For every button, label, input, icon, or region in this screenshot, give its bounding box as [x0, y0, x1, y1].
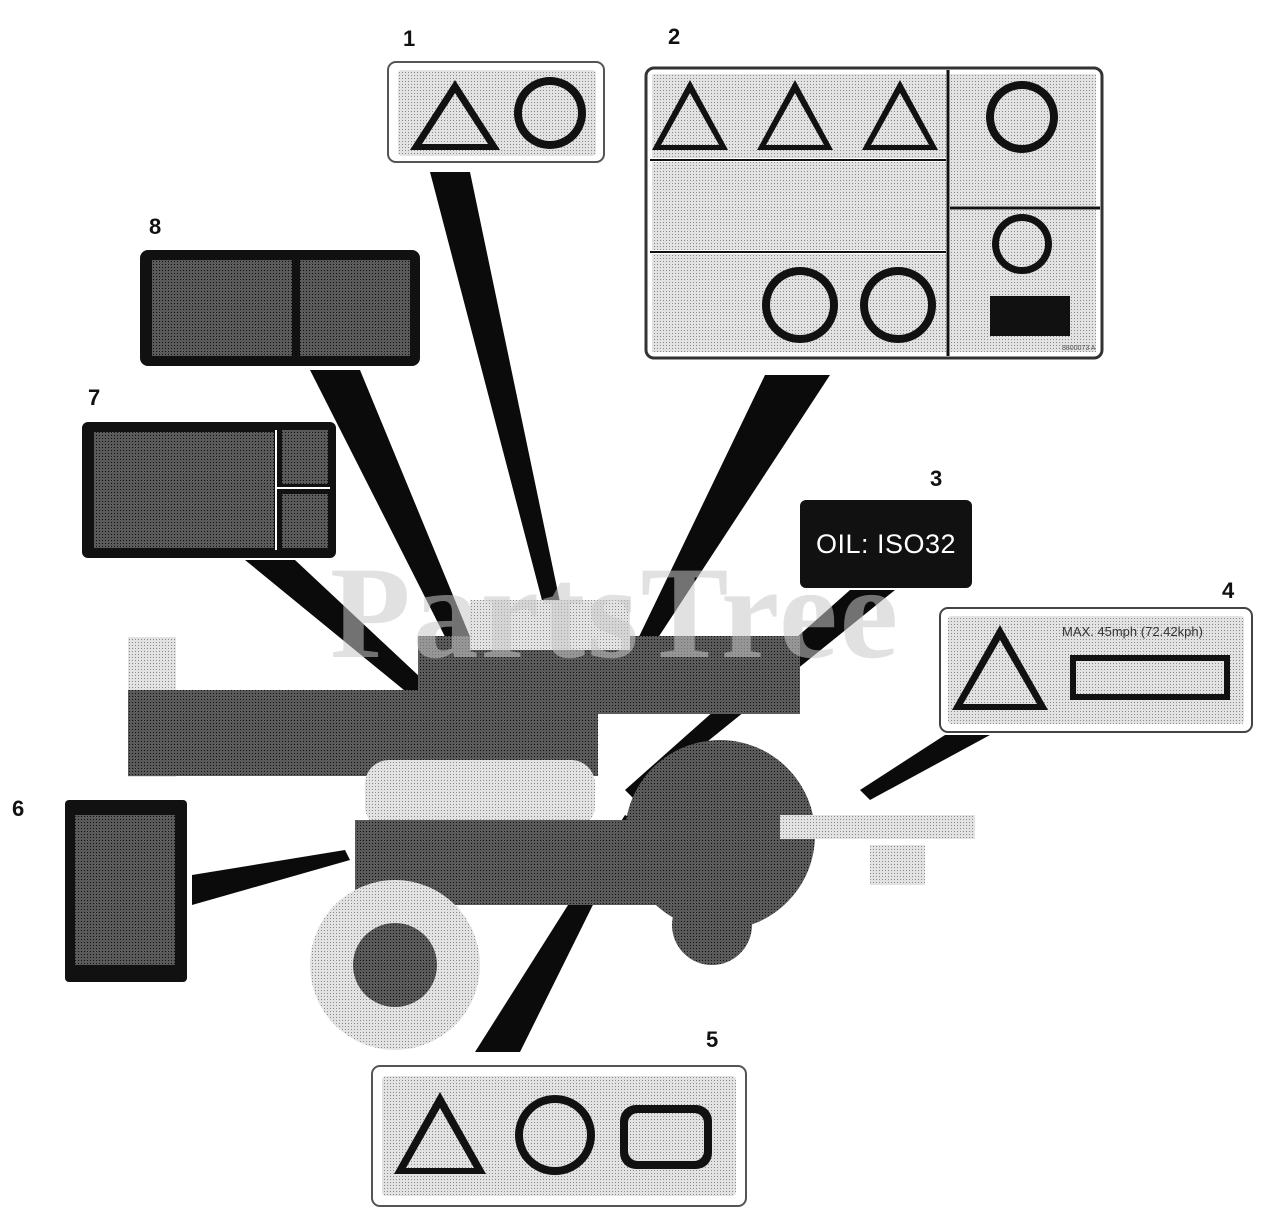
callout-8: 8	[149, 214, 162, 239]
lever-direction-icon	[300, 260, 410, 356]
callout-4: 4	[1222, 578, 1235, 603]
tow-chains	[870, 845, 925, 885]
decal-4	[939, 607, 1253, 733]
wheel-hub	[353, 923, 437, 1007]
leader-1	[430, 172, 570, 650]
leader-6	[192, 850, 350, 905]
lift-operation-icon	[94, 432, 274, 548]
decal-5	[371, 1065, 747, 1207]
decal-7	[82, 422, 336, 558]
decal-6	[65, 800, 187, 982]
leader-2	[635, 375, 830, 650]
decal-3-text: OIL: ISO32	[815, 528, 957, 559]
callout-1: 1	[403, 26, 416, 51]
hydraulic-tank	[365, 760, 595, 830]
callout-6: 6	[12, 796, 25, 821]
control-valve	[470, 600, 630, 650]
vertical-position-icon	[282, 494, 328, 548]
watermark: PartsTree	[330, 539, 901, 686]
callout-5: 5	[706, 1027, 719, 1052]
splitter-control-icon	[152, 260, 292, 356]
decal-1	[387, 61, 605, 163]
callout-7: 7	[88, 385, 101, 410]
pump	[672, 885, 752, 965]
splitter-pictogram	[990, 296, 1070, 336]
callout-3: 3	[930, 466, 943, 491]
decal-2	[644, 66, 1104, 360]
decal-4-speed-text: MAX. 45mph (72.42kph)	[1062, 624, 1203, 639]
lever-position-icon	[282, 430, 328, 484]
decal-2-part-number: 8800073 A	[1062, 345, 1096, 352]
leader-4	[860, 735, 990, 800]
decal-8	[140, 250, 420, 366]
log-splitter-machine	[128, 600, 975, 1050]
tow-tongue	[780, 815, 975, 839]
engine	[625, 740, 815, 930]
log-cradle-icon	[75, 815, 175, 965]
decal-3	[800, 500, 972, 588]
callout-2: 2	[668, 24, 681, 49]
